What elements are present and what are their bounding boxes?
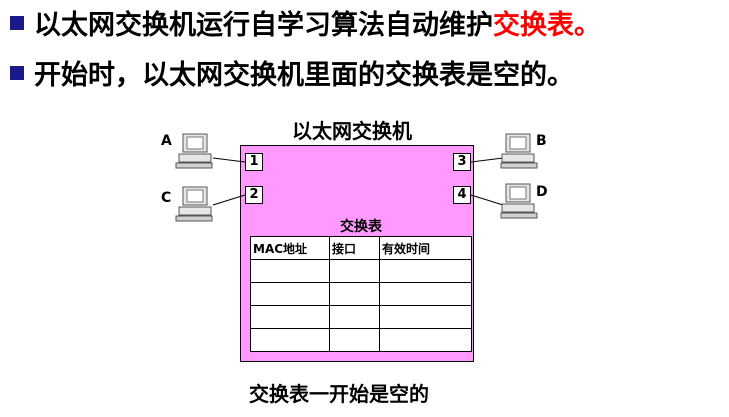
table-header-ttl: 有效时间 — [379, 236, 472, 260]
switch-title: 以太网交换机 — [292, 119, 412, 143]
table-row — [250, 328, 472, 352]
table-title: 交换表 — [340, 219, 382, 235]
bullet-2-text: 开始时，以太网交换机里面的交换表是空的。 — [34, 59, 574, 91]
port-3: 3 — [453, 153, 471, 171]
bullet-1-highlight: 交换表。 — [493, 9, 601, 41]
bullet-1-text: 以太网交换机运行自学习算法自动维护 — [34, 9, 493, 41]
table-header-mac: MAC地址 — [250, 236, 330, 260]
computer-icon — [175, 186, 213, 222]
bullet-line-1: 以太网交换机运行自学习算法自动维护交换表。 — [10, 2, 601, 42]
table-row — [250, 282, 472, 306]
host-label-c: C — [161, 190, 172, 206]
table-row — [250, 305, 472, 329]
table-row — [250, 259, 472, 283]
computer-icon — [500, 133, 538, 169]
bullet-line-2: 开始时，以太网交换机里面的交换表是空的。 — [10, 52, 574, 92]
port-2: 2 — [245, 186, 263, 204]
host-label-a: A — [161, 133, 172, 149]
port-4: 4 — [453, 186, 471, 204]
table-header-row: MAC地址 接口 有效时间 — [250, 236, 472, 260]
table-header-port: 接口 — [329, 236, 380, 260]
host-label-d: D — [536, 184, 548, 200]
diagram-caption: 交换表一开始是空的 — [249, 382, 429, 406]
host-label-b: B — [536, 133, 547, 149]
port-1: 1 — [245, 153, 263, 171]
computer-icon — [500, 183, 538, 219]
bullet-square-icon — [10, 66, 24, 80]
mac-address-table: MAC地址 接口 有效时间 — [250, 236, 472, 352]
bullet-square-icon — [10, 16, 24, 30]
computer-icon — [175, 133, 213, 169]
